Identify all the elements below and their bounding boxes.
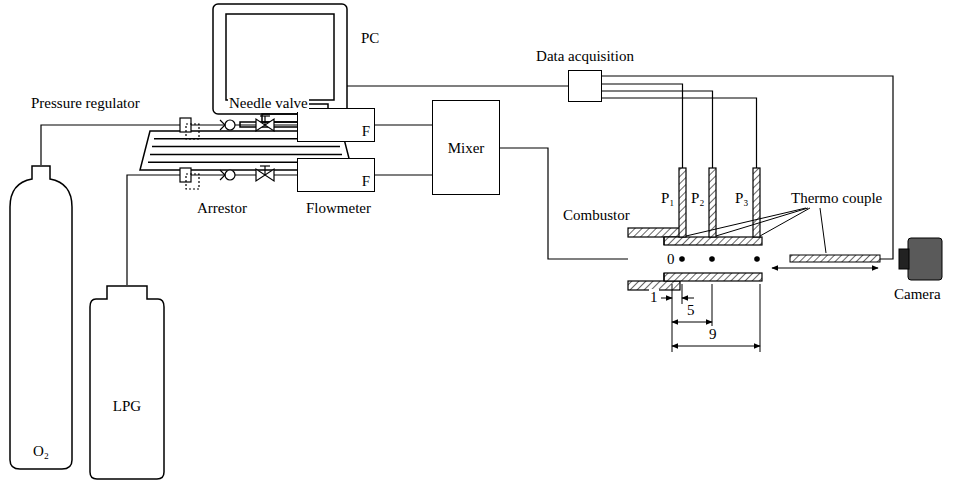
leader-line (716, 208, 808, 236)
regulator-body (180, 118, 191, 132)
step-face (663, 273, 664, 281)
part-label: Needle valve (228, 95, 309, 112)
dimension-arrow (661, 298, 672, 299)
leader-line (820, 208, 826, 253)
part-label: 5 (686, 302, 696, 319)
gas-line (41, 125, 297, 165)
part-label: Flowmeter (305, 200, 372, 217)
thermocouple-drawing (686, 208, 880, 268)
valve-handle (260, 115, 270, 116)
arrestor-mark (220, 120, 225, 130)
pressure-regulator (180, 168, 199, 189)
flowmeter-box: F (297, 158, 375, 192)
extension-line (682, 284, 683, 304)
measure-point (755, 257, 759, 261)
part-label: Arrestor (196, 200, 248, 217)
pc-wire (347, 85, 568, 86)
extension-line (712, 284, 713, 326)
traverse-arrow (772, 268, 878, 269)
pressure-regulator (180, 118, 199, 139)
part-label: P₃ (734, 190, 750, 207)
gas-tank: LPG (88, 285, 166, 480)
valve-stem (264, 166, 265, 175)
camera-body (908, 238, 942, 280)
housing-wall (628, 228, 680, 237)
gas-line (375, 174, 432, 175)
node-label: F (362, 123, 370, 140)
part-label: 0 (666, 251, 676, 268)
gas-line (375, 124, 432, 125)
combustor-drawing (628, 168, 762, 290)
node-label: F (362, 173, 370, 190)
step-face (663, 237, 664, 245)
tube-wall (664, 237, 762, 245)
tube-wall (664, 273, 762, 281)
valve-stem (264, 116, 265, 125)
p2-wire (602, 91, 713, 168)
dimension-arrow (672, 322, 712, 323)
pressure-probe (679, 168, 686, 237)
pc-drawing (140, 4, 352, 170)
daq-box: Data acquisition (568, 70, 602, 102)
signal-wires (347, 76, 893, 259)
camera-lens (899, 249, 909, 269)
p3-wire (602, 98, 757, 168)
extension-line (672, 284, 673, 352)
arrestor-body (225, 120, 235, 130)
gas-line (127, 175, 297, 285)
leader-line (686, 208, 806, 236)
measure-point (710, 257, 714, 261)
part-label: P₂ (690, 190, 706, 207)
part-label: P₁ (660, 190, 676, 207)
part-label: 9 (708, 326, 718, 343)
node-label: Data acquisition (536, 48, 634, 65)
node-outline (8, 165, 74, 470)
extension-line (760, 284, 761, 352)
key-row (152, 146, 340, 148)
monitor-screen (226, 14, 334, 100)
node-label: LPG (113, 397, 141, 414)
key-row (150, 154, 342, 156)
node-label: Mixer (448, 139, 485, 156)
vessel-outline (10, 166, 72, 469)
part-label: PC (360, 30, 380, 47)
vessel-outline (90, 286, 164, 479)
pressure-probe (709, 168, 716, 237)
part-label: 1 (649, 289, 659, 306)
p1-wire (602, 84, 683, 168)
part-label: Camera (893, 286, 942, 303)
monitor-stand (262, 114, 298, 122)
valve-handle (260, 165, 270, 166)
regulator-pilot (186, 174, 199, 189)
feed-pipe (500, 148, 628, 259)
arrestor-mark (220, 170, 225, 180)
gas-cylinder: O₂ (8, 165, 74, 470)
flame-arrestor (220, 170, 235, 180)
dimension-arrow (682, 298, 694, 299)
leader-line (760, 208, 810, 236)
regulator-pilot (186, 124, 199, 139)
flame-arrestor (220, 120, 235, 130)
thermocouple-wire (602, 76, 893, 259)
dimension-lines (661, 284, 760, 352)
regulator-body (180, 168, 191, 182)
dimension-arrow (672, 346, 760, 347)
node-label: O₂ (33, 443, 49, 460)
part-label: Combustor (562, 207, 631, 224)
needle-valve (256, 166, 274, 181)
mixer-box: Mixer (432, 100, 500, 195)
measure-point (680, 257, 684, 261)
node-outline (88, 285, 166, 480)
pressure-probe (753, 168, 760, 237)
flowmeter-box: F (297, 108, 375, 142)
needle-valve (256, 116, 274, 131)
part-label: Pressure regulator (30, 95, 141, 112)
arrestor-body (225, 170, 235, 180)
part-label: Thermo couple (790, 190, 883, 207)
camera-drawing (899, 238, 942, 280)
thermocouple-probe (790, 255, 880, 262)
monitor-case (213, 4, 347, 114)
